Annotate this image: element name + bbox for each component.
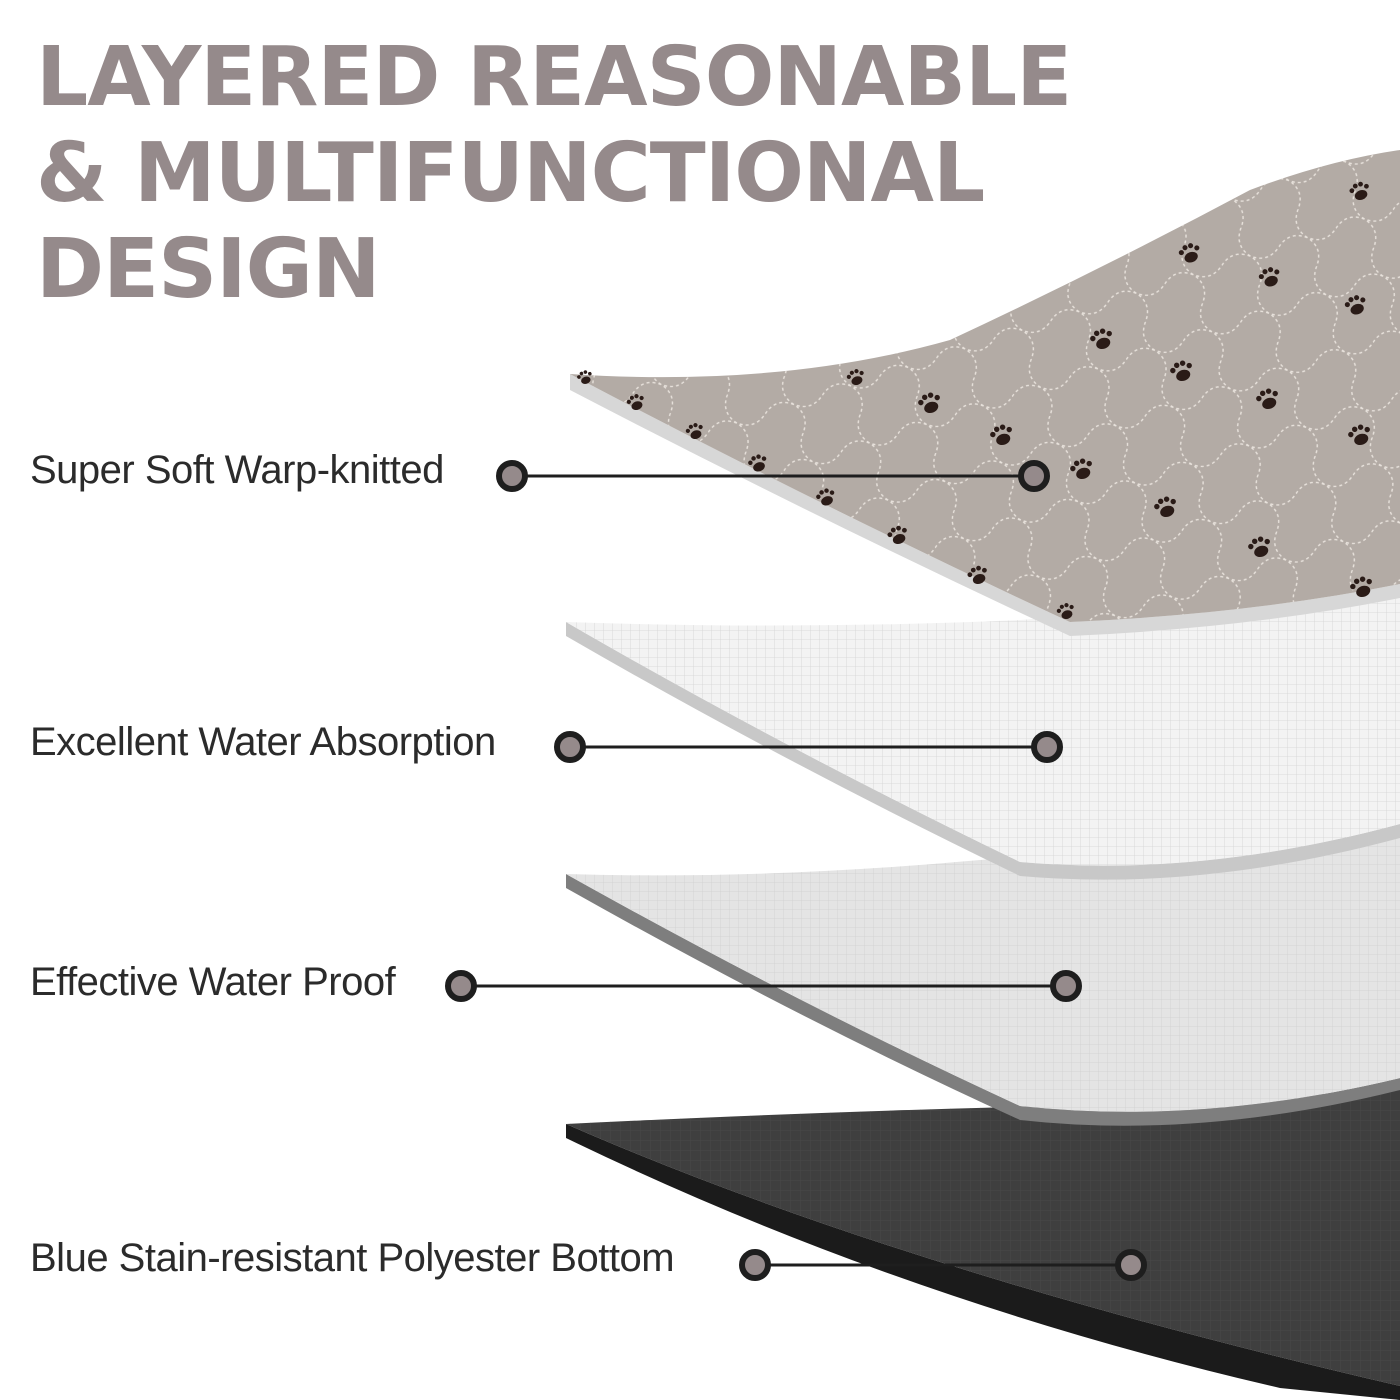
top-layer-edge <box>570 374 1400 636</box>
absorption-layer-edge <box>566 622 1400 880</box>
waterproof-layer <box>566 836 1400 1126</box>
title-line: DESIGN <box>36 222 381 317</box>
title-line: LAYERED REASONABLE <box>36 30 1072 125</box>
absorption-layer <box>566 598 1400 880</box>
layer-label-water-absorption: Excellent Water Absorption <box>30 720 496 764</box>
layer-label-water-proof: Effective Water Proof <box>30 960 396 1004</box>
bottom-polyester-layer <box>566 1090 1400 1400</box>
waterproof-layer-edge <box>566 874 1400 1126</box>
page-title: LAYERED REASONABLE & MULTIFUNCTIONAL DES… <box>36 30 1072 318</box>
layer-label-polyester-bottom: Blue Stain-resistant Polyester Bottom <box>30 1236 675 1280</box>
top-fabric-layer <box>570 150 1400 636</box>
layer-label-warp-knitted: Super Soft Warp-knitted <box>30 448 444 492</box>
title-line: & MULTIFUNCTIONAL <box>36 126 985 221</box>
bottom-layer-edge <box>566 1124 1400 1400</box>
